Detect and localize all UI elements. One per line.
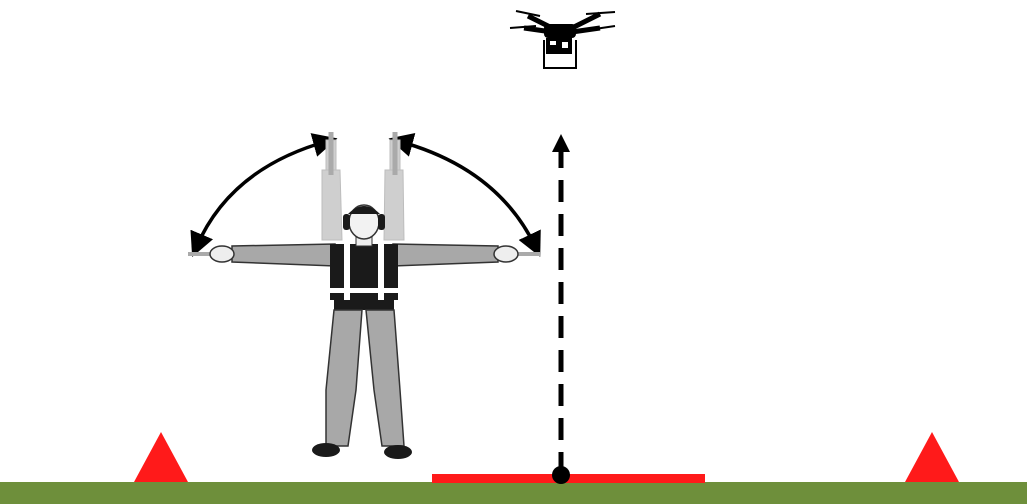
marshaller-figure [188, 205, 540, 459]
drone-icon [510, 11, 615, 68]
cone-icon-left [134, 432, 188, 482]
motion-arrow-right [398, 141, 536, 248]
cone-icon-right [905, 432, 959, 482]
ground [0, 482, 1027, 504]
upward-arrow [552, 134, 570, 484]
motion-arrow-left [196, 141, 328, 248]
